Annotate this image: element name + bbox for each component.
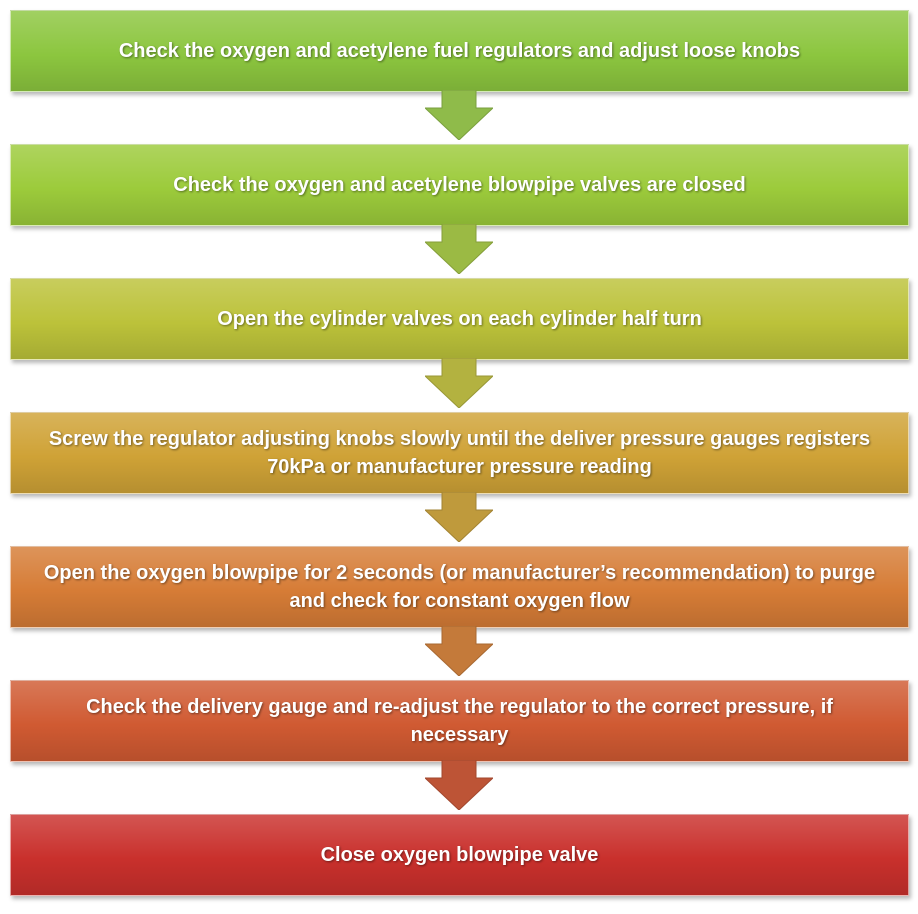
step-2-text: Check the oxygen and acetylene blowpipe … bbox=[173, 174, 746, 196]
step-7-text: Close oxygen blowpipe valve bbox=[320, 844, 599, 866]
step-1-text: Check the oxygen and acetylene fuel regu… bbox=[118, 40, 801, 62]
arrow-down-icon-4 bbox=[425, 492, 493, 542]
step-4-text: Screw the regulator adjusting knobs slow… bbox=[48, 428, 871, 478]
step-2-box: Check the oxygen and acetylene blowpipe … bbox=[10, 144, 909, 226]
step-3-text: Open the cylinder valves on each cylinde… bbox=[217, 308, 702, 330]
step-4-box: Screw the regulator adjusting knobs slow… bbox=[10, 412, 909, 494]
arrow-down-icon-5 bbox=[425, 626, 493, 676]
arrow-down-icon-3 bbox=[425, 358, 493, 408]
arrow-down-icon-6 bbox=[425, 760, 493, 810]
step-6-text: Check the delivery gauge and re-adjust t… bbox=[86, 696, 833, 746]
step-5-text: Open the oxygen blowpipe for 2 seconds (… bbox=[43, 562, 876, 612]
step-1-box: Check the oxygen and acetylene fuel regu… bbox=[10, 10, 909, 92]
arrow-down-icon-2 bbox=[425, 224, 493, 274]
arrow-down-icon-1 bbox=[425, 90, 493, 140]
step-7-box: Close oxygen blowpipe valve bbox=[10, 814, 909, 896]
step-5-box: Open the oxygen blowpipe for 2 seconds (… bbox=[10, 546, 909, 628]
step-6-box: Check the delivery gauge and re-adjust t… bbox=[10, 680, 909, 762]
step-3-box: Open the cylinder valves on each cylinde… bbox=[10, 278, 909, 360]
